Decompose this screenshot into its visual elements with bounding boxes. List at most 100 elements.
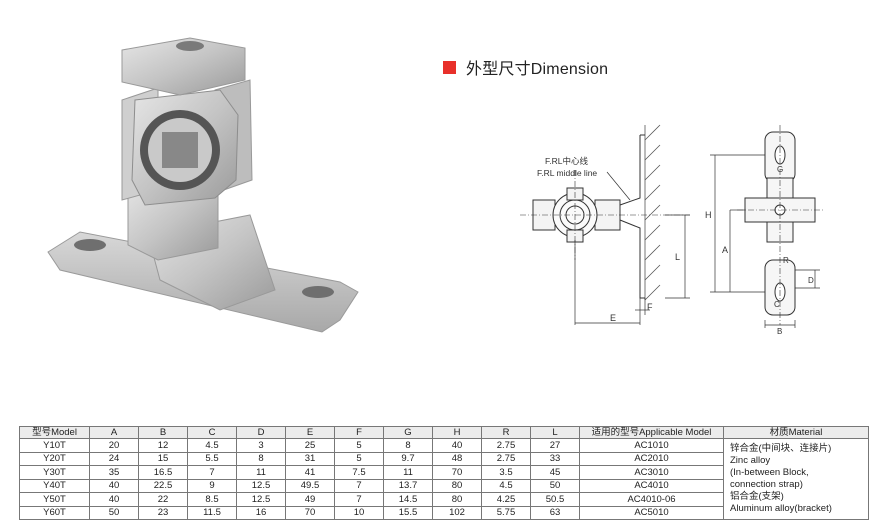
label-H: H [705, 210, 712, 220]
cell: AC2010 [579, 451, 724, 466]
cell: 10 [334, 505, 384, 520]
table-row: Y10T 20 12 4.5 3 25 5 8 40 2.75 27 AC101… [19, 438, 869, 520]
red-square-icon [443, 60, 456, 74]
center-line-label-cn: F.RL中心线 [545, 156, 588, 166]
cell: 3.5 [481, 465, 531, 480]
cell: 25 [285, 438, 335, 453]
cell: AC4010-06 [579, 492, 724, 507]
cell: Y20T [19, 451, 90, 466]
cell: 23 [138, 505, 188, 520]
material-line: 锌合金(中间块、连接片) [730, 443, 832, 454]
label-G: G [777, 165, 783, 174]
table-row: Y40T 40 22.5 9 12.5 49.5 7 13.7 80 4.5 5… [19, 478, 869, 493]
cell: 22 [138, 492, 188, 507]
cell: 7 [334, 492, 384, 507]
table-row: Y60T 50 23 11.5 16 70 10 15.5 102 5.75 6… [19, 505, 869, 520]
cell: 9.7 [383, 451, 433, 466]
dimension-title: 外型尺寸Dimension [443, 57, 609, 78]
cell: 5 [334, 451, 384, 466]
cell: 40 [89, 492, 139, 507]
cell: 33 [530, 451, 580, 466]
header-l: L [530, 426, 580, 439]
cell: 2.75 [481, 451, 531, 466]
cell: AC3010 [579, 465, 724, 480]
cell: 49.5 [285, 478, 335, 493]
cell: 50 [530, 478, 580, 493]
header-r: R [481, 426, 531, 439]
cell: 70 [432, 465, 482, 480]
cell: 63 [530, 505, 580, 520]
label-R: R [783, 256, 789, 265]
center-line-label-en: F.RL middle line [537, 168, 597, 178]
label-B: B [777, 327, 782, 335]
cell: 27 [530, 438, 580, 453]
dimension-title-text: 外型尺寸Dimension [466, 61, 609, 78]
cell: 49 [285, 492, 335, 507]
table-row: Y20T 24 15 5.5 8 31 5 9.7 48 2.75 33 AC2… [19, 451, 869, 466]
cell: 5 [334, 438, 384, 453]
cell: 16 [236, 505, 286, 520]
cell: 5.5 [187, 451, 237, 466]
cell: 12.5 [236, 492, 286, 507]
wall-hatch [644, 124, 661, 301]
header-f: F [334, 426, 384, 439]
material-cell: 锌合金(中间块、连接片) Zinc alloy (In-between Bloc… [723, 438, 869, 520]
cell: 80 [432, 478, 482, 493]
cell: 14.5 [383, 492, 433, 507]
cell: Y30T [19, 465, 90, 480]
cell: 7.5 [334, 465, 384, 480]
dimension-drawing: F.RL中心线 F.RL middle line L F E H [520, 124, 825, 335]
cell: 24 [89, 451, 139, 466]
cell: 50.5 [530, 492, 580, 507]
cell: 41 [285, 465, 335, 480]
material-line: Zinc alloy [730, 455, 771, 466]
material-line: 铝合金(支架) [730, 491, 784, 502]
cell: 40 [89, 478, 139, 493]
cell: 12.5 [236, 478, 286, 493]
cell: 15.5 [383, 505, 433, 520]
header-material: 材质Material [723, 426, 869, 439]
material-line: (In-between Block, [730, 467, 809, 478]
cell: 2.75 [481, 438, 531, 453]
label-A: A [722, 245, 728, 255]
header-d: D [236, 426, 286, 439]
label-E: E [610, 313, 616, 323]
cell: 16.5 [138, 465, 188, 480]
cell: AC5010 [579, 505, 724, 520]
cell: Y60T [19, 505, 90, 520]
label-F: F [647, 302, 653, 312]
cell: 4.5 [481, 478, 531, 493]
table-row: Y50T 40 22 8.5 12.5 49 7 14.5 80 4.25 50… [19, 492, 869, 507]
cell: 31 [285, 451, 335, 466]
header-g: G [383, 426, 433, 439]
header-applicable-model: 适用的型号Applicable Model [579, 426, 724, 439]
cell: 22.5 [138, 478, 188, 493]
cell: 11 [383, 465, 433, 480]
label-L: L [675, 252, 680, 262]
cell: 11 [236, 465, 286, 480]
product-photo [47, 37, 359, 333]
cell: 5.75 [481, 505, 531, 520]
cell: 15 [138, 451, 188, 466]
label-C: C [774, 300, 780, 309]
table-header-row: 型号Model A B C D E F G H R L 适用的型号Applica… [19, 426, 869, 439]
header-e: E [285, 426, 335, 439]
cell: Y10T [19, 438, 90, 453]
cell: 45 [530, 465, 580, 480]
header-c: C [187, 426, 237, 439]
cell: 4.5 [187, 438, 237, 453]
cell: 70 [285, 505, 335, 520]
cell: 7 [187, 465, 237, 480]
cell: Y40T [19, 478, 90, 493]
cell: 4.25 [481, 492, 531, 507]
cell: 8 [383, 438, 433, 453]
cell: 80 [432, 492, 482, 507]
cell: 3 [236, 438, 286, 453]
table-row: Y30T 35 16.5 7 11 41 7.5 11 70 3.5 45 AC… [19, 465, 869, 480]
cell: AC1010 [579, 438, 724, 453]
cell: 8 [236, 451, 286, 466]
header-h: H [432, 426, 482, 439]
header-a: A [89, 426, 139, 439]
cell: 50 [89, 505, 139, 520]
cell: 7 [334, 478, 384, 493]
